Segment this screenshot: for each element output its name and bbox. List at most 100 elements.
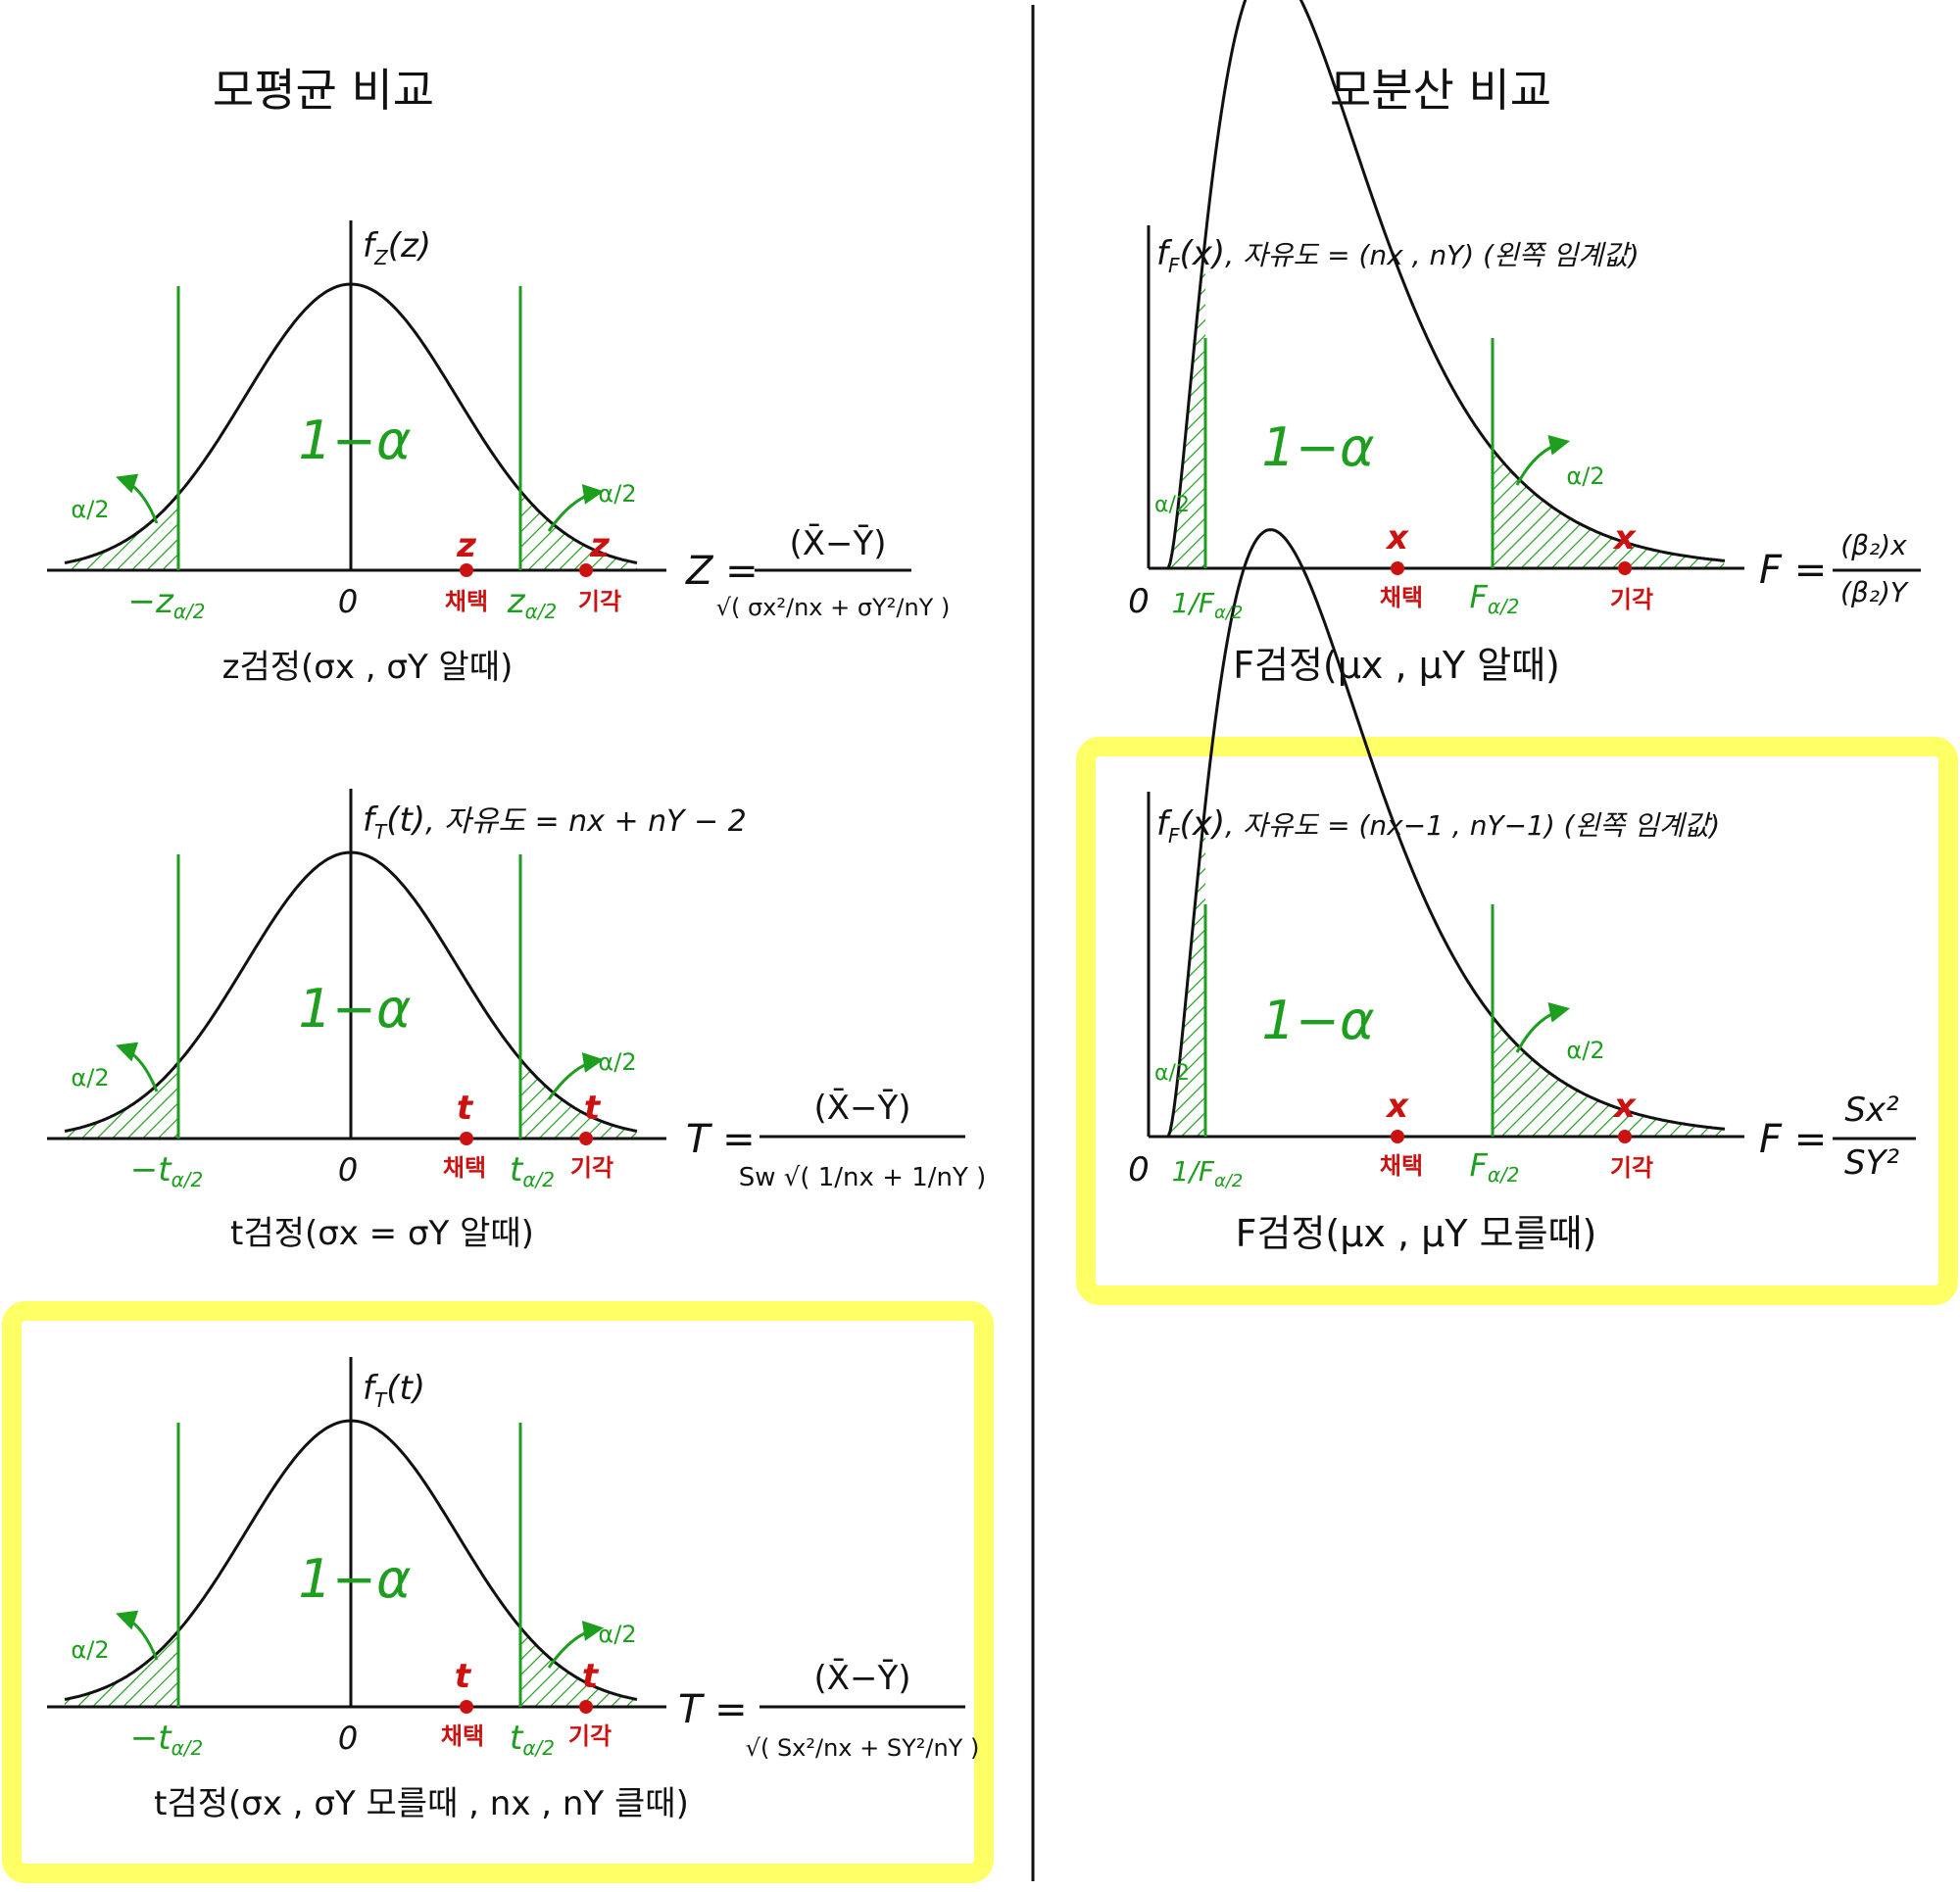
tail-arrow-left-t1 (116, 1042, 159, 1092)
acceptance-area-label-f1: 1−α (1261, 416, 1374, 478)
reject-mark-f2: x (1612, 1087, 1637, 1126)
accept-point-z (460, 563, 473, 577)
formula-lhs-z: Z = (685, 549, 759, 594)
accept-label-t1: 채택 (443, 1154, 486, 1182)
origin-label-f2: 0 (1128, 1150, 1150, 1189)
accept-label-t2: 채택 (441, 1722, 484, 1750)
density-curve-z (64, 282, 638, 564)
panel-t-test-large-sample (47, 1357, 666, 1714)
acceptance-area-label-z: 1−α (298, 410, 411, 471)
formula-lhs-f1: F = (1759, 548, 1827, 593)
critical-label-right-t1: tα/2 (510, 1150, 555, 1191)
critical-label-right-f2: Fα/2 (1469, 1146, 1519, 1187)
critical-label-left-z: −zα/2 (128, 582, 206, 623)
formula-denominator-f2: SY² (1844, 1143, 1899, 1183)
accept-point-t2 (460, 1700, 473, 1714)
tail-label-right-f2: α/2 (1566, 1037, 1604, 1064)
caption-z: z검정(σx , σY 알때) (222, 648, 514, 687)
tail-arrow-right-z (547, 484, 605, 532)
left-tail-hatch-f1 (1168, 237, 1205, 568)
critical-label-left-t1: −tα/2 (130, 1150, 203, 1191)
function-label-z: fZ(z) (363, 226, 431, 269)
acceptance-area-label-f2: 1−α (1261, 990, 1374, 1051)
reject-point-f1 (1618, 561, 1632, 575)
tail-arrow-left-t2 (116, 1610, 159, 1661)
tail-label-right-t2: α/2 (598, 1621, 636, 1648)
panel-f-test-known-mean (1147, 0, 1744, 575)
accept-label-z: 채택 (445, 588, 488, 615)
caption-t1: t검정(σx = σY 알때) (230, 1214, 534, 1253)
formula-numerator-f1: (β₂)x (1840, 529, 1907, 561)
tail-label-left-f2: α/2 (1154, 1061, 1190, 1086)
critical-label-right-f1: Fα/2 (1469, 578, 1519, 618)
tail-arrow-right-t1 (547, 1052, 605, 1100)
density-curve-f2 (1166, 528, 1726, 1138)
reject-point-z (579, 563, 593, 577)
tail-label-left-z: α/2 (71, 496, 109, 523)
formula-denominator-t1: Sw √( 1/nx + 1/nY ) (739, 1163, 987, 1192)
origin-label-z: 0 (338, 583, 358, 620)
formula-lhs-t1: T = (686, 1117, 756, 1162)
accept-point-t1 (460, 1132, 473, 1145)
function-label-f2: fF(x), 자유도 = (nx−1 , nY−1) (왼쪽 임계값) (1156, 804, 1720, 848)
reject-label-f2: 기각 (1610, 1154, 1653, 1182)
right-tail-hatch-f1 (1493, 449, 1725, 568)
critical-label-left-t2: −tα/2 (130, 1719, 203, 1760)
reject-point-t1 (579, 1132, 593, 1145)
accept-mark-f1: x (1385, 518, 1409, 558)
formula-denominator-f1: (β₂)Y (1840, 576, 1909, 608)
formula-numerator-f2: Sx² (1844, 1091, 1899, 1130)
formula-denominator-z: √( σx²/nx + σY²/nY ) (716, 594, 951, 621)
accept-mark-t1: t (457, 1089, 474, 1128)
reject-label-z: 기각 (578, 588, 621, 615)
reject-label-f1: 기각 (1610, 586, 1653, 613)
critical-label-right-z: zα/2 (507, 582, 558, 623)
function-label-f1: fF(x), 자유도 = (nx , nY) (왼쪽 임계값) (1156, 234, 1640, 277)
reject-label-t2: 기각 (568, 1722, 612, 1750)
reject-mark-z: z (589, 526, 610, 565)
function-label-t1: fT(t), 자유도 = nx + nY − 2 (363, 800, 747, 844)
density-curve-t2 (64, 1419, 638, 1701)
left-tail-hatch-t2 (65, 1630, 178, 1707)
tail-label-right-z: α/2 (598, 480, 636, 508)
accept-point-f1 (1391, 561, 1404, 575)
reject-mark-t2: t (582, 1657, 600, 1696)
origin-label-f1: 0 (1128, 582, 1150, 621)
tail-arrow-right-f2 (1515, 1002, 1571, 1053)
accept-point-f2 (1391, 1130, 1404, 1143)
right-tail-hatch-t2 (520, 1627, 637, 1707)
right-section-title: 모분산 비교 (1330, 64, 1551, 117)
origin-label-t1: 0 (338, 1151, 358, 1189)
panel-z-test (47, 220, 666, 577)
tail-arrow-left-z (116, 473, 159, 524)
right-tail-hatch-z (520, 491, 637, 570)
accept-mark-f2: x (1385, 1087, 1409, 1126)
density-curve-f1 (1166, 0, 1726, 569)
tail-label-left-f1: α/2 (1154, 493, 1190, 517)
left-tail-hatch-t1 (65, 1062, 178, 1139)
formula-numerator-t2: (X̄−Ȳ) (813, 1658, 910, 1698)
formula-numerator-t1: (X̄−Ȳ) (813, 1088, 910, 1128)
accept-mark-t2: t (455, 1657, 472, 1696)
highlight-box-t-large-sample (2, 1301, 994, 1883)
accept-label-f2: 채택 (1380, 1152, 1423, 1180)
accept-mark-z: z (456, 526, 476, 565)
reject-mark-t1: t (584, 1089, 602, 1128)
formula-lhs-t2: T = (678, 1687, 748, 1732)
caption-t2: t검정(σx , σY 모를때 , nx , nY 클때) (154, 1784, 689, 1823)
tail-label-right-t1: α/2 (598, 1048, 636, 1076)
left-section-title: 모평균 비교 (213, 64, 434, 117)
reject-point-f2 (1618, 1130, 1632, 1143)
left-tail-hatch-f2 (1168, 803, 1205, 1137)
tail-label-left-t1: α/2 (71, 1064, 109, 1092)
density-curve-t1 (64, 850, 638, 1133)
formula-denominator-t2: √( Sx²/nx + SY²/nY ) (746, 1734, 980, 1762)
caption-f1: F검정(μx , μY 알때) (1233, 644, 1560, 687)
tail-label-left-t2: α/2 (71, 1636, 109, 1664)
critical-label-right-t2: tα/2 (510, 1719, 555, 1760)
left-tail-hatch-z (65, 494, 178, 570)
highlight-box-f-unknown-mean (1076, 737, 1958, 1305)
panel-f-test-unknown-mean (1147, 528, 1744, 1143)
origin-label-t2: 0 (338, 1720, 358, 1757)
